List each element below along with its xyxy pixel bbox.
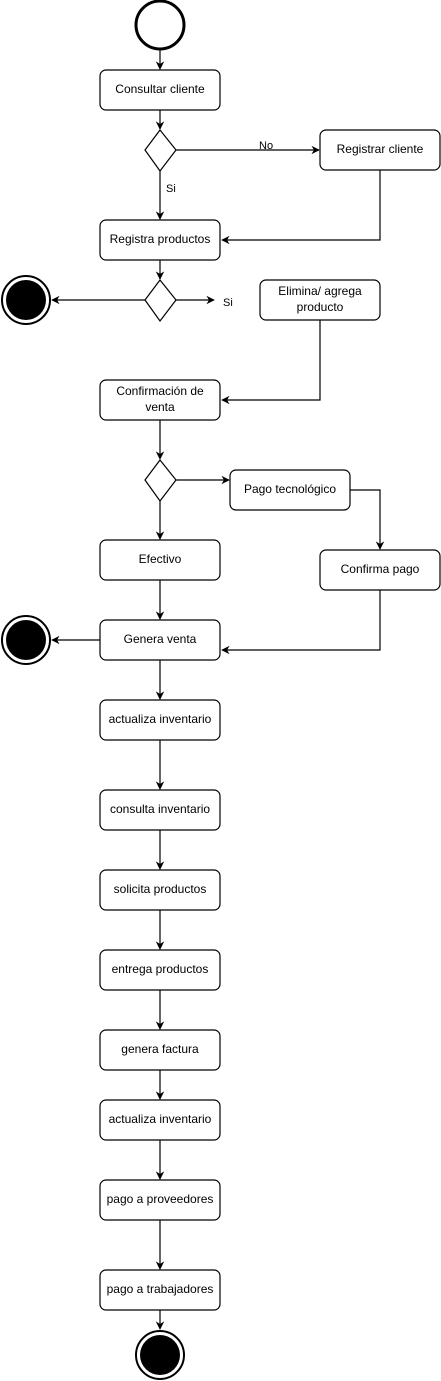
decision-2 <box>144 279 177 323</box>
end-node-3 <box>135 1330 185 1380</box>
label-actualiza-inventario-2: actualiza inventario <box>109 1112 212 1126</box>
label-genera-factura: genera factura <box>121 1042 199 1056</box>
label-si-2: Si <box>223 297 233 309</box>
edge-registrar-registra-productos <box>221 170 381 245</box>
box-solicita-productos <box>99 869 221 911</box>
label-solicita-productos: solicita productos <box>114 882 207 896</box>
label-genera-venta: Genera venta <box>124 632 197 646</box>
label-consultar-cliente: Consultar cliente <box>115 82 205 96</box>
label-entrega-productos: entrega productos <box>112 962 209 976</box>
edge-confirma-genera-venta <box>221 590 381 655</box>
label-confirmacion-line1: Confirmación de <box>116 384 204 398</box>
edges <box>51 50 385 1330</box>
box-efectivo <box>99 539 221 581</box>
end-node-1 <box>1 275 51 325</box>
box-actualiza-inventario-2 <box>99 1099 221 1141</box>
label-registra-productos: Registra productos <box>110 232 211 246</box>
start-node <box>134 0 186 51</box>
box-genera-venta <box>99 619 221 661</box>
label-confirma-pago: Confirma pago <box>341 562 420 576</box>
box-genera-factura <box>99 1029 221 1071</box>
box-actualiza-inventario-1 <box>99 699 221 741</box>
box-pago-tecnologico <box>229 469 351 511</box>
label-elimina-agrega-line1: Elimina/ agrega <box>278 284 362 298</box>
label-pago-trabajadores: pago a trabajadores <box>107 1282 214 1296</box>
label-pago-proveedores: pago a proveedores <box>107 1192 214 1206</box>
decision-1 <box>144 129 177 173</box>
end-node-2 <box>1 615 51 665</box>
label-registrar-cliente: Registrar cliente <box>337 142 424 156</box>
box-consulta-inventario <box>99 789 221 831</box>
label-confirmacion-line2: venta <box>145 400 175 414</box>
box-pago-trabajadores <box>99 1269 221 1311</box>
label-consulta-inventario: consulta inventario <box>110 802 210 816</box>
box-entrega-productos <box>99 949 221 991</box>
edge-pago-tecnologico-confirma <box>350 489 385 550</box>
box-registrar-cliente <box>319 129 441 171</box>
decision-3 <box>144 459 177 503</box>
box-consultar-cliente <box>99 69 221 111</box>
box-confirmacion-venta <box>99 379 221 421</box>
label-actualiza-inventario-1: actualiza inventario <box>109 712 212 726</box>
label-si-1: Si <box>166 183 176 195</box>
box-confirma-pago <box>319 549 441 591</box>
edge-elimina-confirmacion <box>221 320 321 405</box>
label-efectivo: Efectivo <box>139 552 182 566</box>
box-pago-proveedores <box>99 1179 221 1221</box>
label-no: No <box>259 140 273 152</box>
label-elimina-agrega-line2: producto <box>297 300 344 314</box>
label-pago-tecnologico: Pago tecnológico <box>244 482 336 496</box>
box-elimina-agrega <box>259 279 381 321</box>
box-registra-productos <box>99 219 221 261</box>
